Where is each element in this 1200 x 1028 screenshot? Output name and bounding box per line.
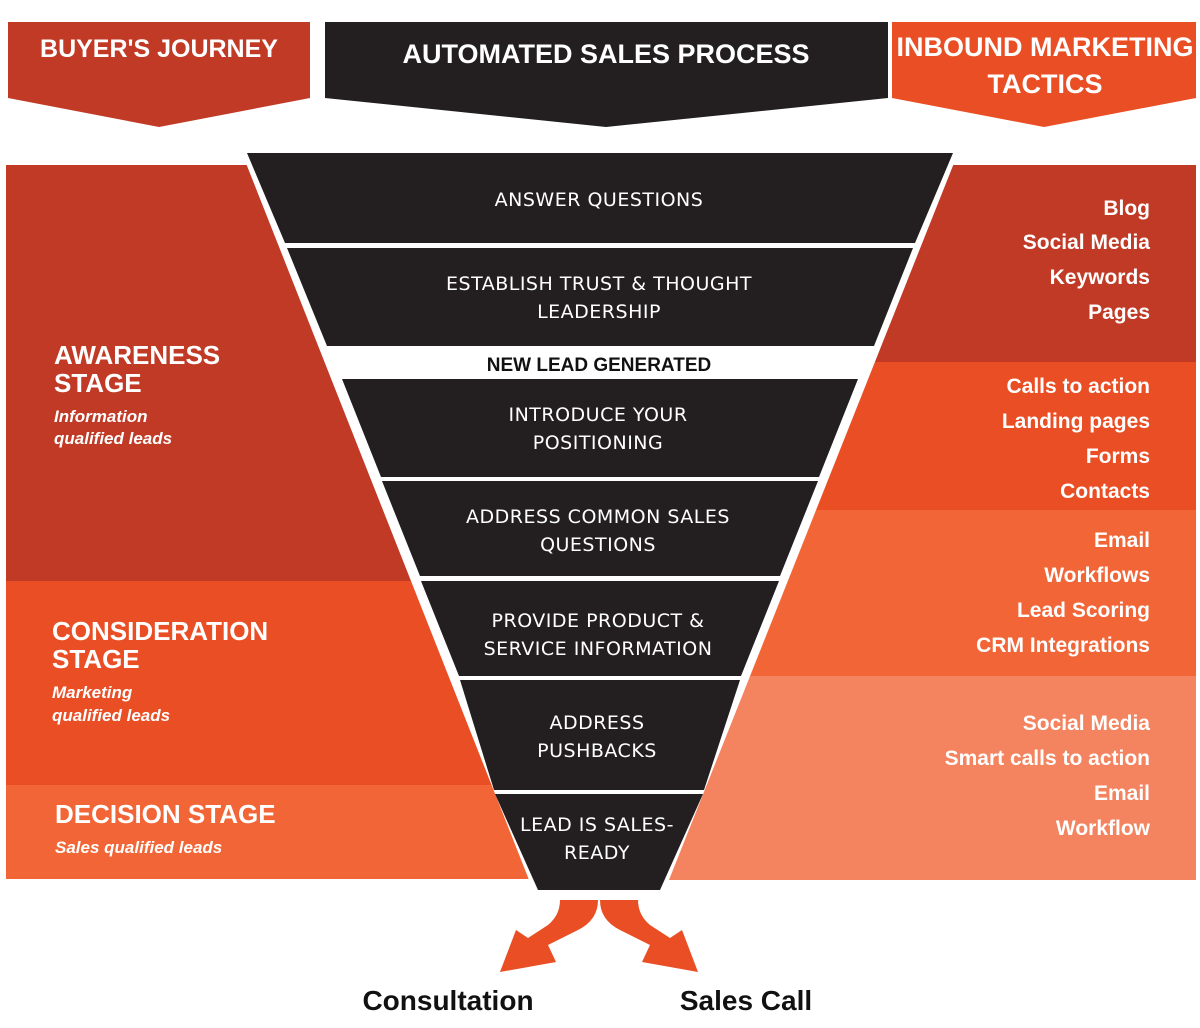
tactic-3-2: Workflows [1044, 564, 1150, 587]
inbound-marketing-banner [892, 22, 1196, 127]
funnel-step-1-label: ANSWER QUESTIONS [495, 189, 704, 211]
funnel-step-3-label-line1: INTRODUCE YOUR [508, 404, 687, 426]
funnel-band-2 [287, 248, 913, 346]
buyers-journey-label: BUYER'S JOURNEY [40, 35, 278, 63]
tactic-1-4: Pages [1088, 301, 1150, 324]
funnel-band-1 [247, 153, 953, 243]
automated-sales-process-label: AUTOMATED SALES PROCESS [402, 39, 809, 69]
funnel-band-6 [460, 680, 740, 790]
inbound-marketing-label-line2: TACTICS [988, 69, 1103, 99]
tactic-1-2: Social Media [1023, 231, 1151, 254]
inbound-marketing-label-line1: INBOUND MARKETING [897, 32, 1194, 62]
funnel-step-4-label-line2: QUESTIONS [540, 534, 656, 556]
new-lead-band [328, 348, 872, 378]
tactic-3-4: CRM Integrations [976, 634, 1150, 657]
split-arrow-icon [500, 900, 698, 972]
split-arrow-right-icon [600, 900, 698, 972]
sales-call-label: Sales Call [680, 985, 812, 1016]
tactic-4-2: Smart calls to action [945, 747, 1150, 770]
tactic-2-2: Landing pages [1002, 410, 1150, 433]
decision-stage-block [6, 785, 546, 879]
automated-sales-process-banner [325, 22, 888, 127]
funnel-band-5 [421, 581, 779, 676]
tactic-4-4: Workflow [1056, 817, 1151, 840]
new-lead-generated-label: NEW LEAD GENERATED [487, 355, 711, 376]
funnel-step-5-label-line1: PROVIDE PRODUCT & [492, 610, 705, 632]
tactic-4-3: Email [1094, 782, 1150, 805]
funnel-step-5-label-line2: SERVICE INFORMATION [484, 638, 713, 660]
funnel-step-4-label-line1: ADDRESS COMMON SALES [466, 506, 730, 528]
consideration-subtitle-line1: Marketing [52, 683, 133, 702]
tactic-2-4: Contacts [1060, 480, 1150, 503]
funnel-step-3-label-line2: POSITIONING [533, 432, 664, 454]
funnel-band-4 [382, 481, 818, 576]
awareness-title-line2: STAGE [54, 368, 142, 398]
funnel-step-6-label-line2: PUSHBACKS [537, 740, 657, 762]
buyers-journey-banner [8, 22, 310, 127]
consultation-label: Consultation [362, 985, 533, 1016]
tactics-block-4 [660, 676, 1196, 880]
tactic-2-3: Forms [1086, 445, 1150, 468]
consideration-title-line2: STAGE [52, 644, 140, 674]
tactic-3-3: Lead Scoring [1017, 599, 1150, 622]
consideration-title-line1: CONSIDERATION [52, 616, 268, 646]
decision-title: DECISION STAGE [55, 799, 276, 829]
funnel-step-2-label-line2: LEADERSHIP [537, 301, 661, 323]
funnel-step-6-label-line1: ADDRESS [549, 712, 644, 734]
awareness-subtitle-line2: qualified leads [54, 429, 172, 448]
tactic-4-1: Social Media [1023, 712, 1151, 735]
funnel-step-2-label-line1: ESTABLISH TRUST & THOUGHT [446, 273, 752, 295]
funnel-step-7-label-line2: READY [564, 842, 630, 864]
consideration-subtitle-line2: qualified leads [52, 706, 170, 725]
tactic-1-3: Keywords [1050, 266, 1150, 289]
tactic-3-1: Email [1094, 529, 1150, 552]
funnel-step-7-label-line1: LEAD IS SALES- [520, 814, 674, 836]
funnel-band-3 [342, 379, 858, 477]
awareness-title-line1: AWARENESS [54, 340, 220, 370]
decision-subtitle: Sales qualified leads [55, 838, 222, 857]
split-arrow-left-icon [500, 900, 598, 972]
awareness-subtitle-line1: Information [54, 407, 148, 426]
tactic-2-1: Calls to action [1006, 375, 1150, 398]
funnel-band-7 [495, 794, 703, 890]
tactic-1-1: Blog [1103, 197, 1150, 220]
